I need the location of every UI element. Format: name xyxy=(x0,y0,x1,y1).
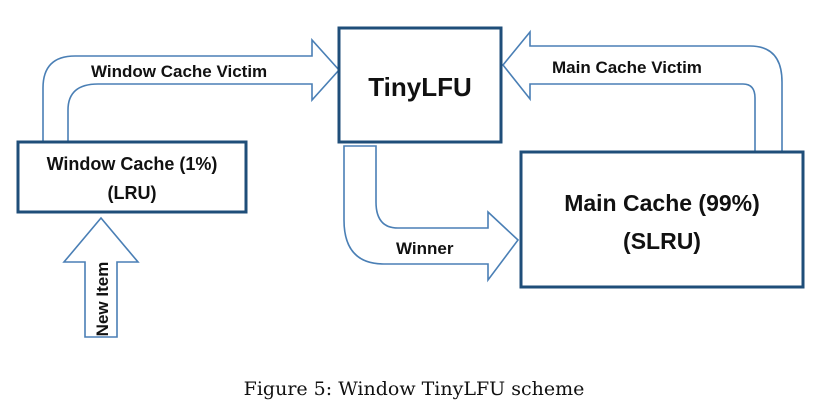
main-cache-label: Main Cache (99%) xyxy=(564,190,760,216)
main-victim-label: Main Cache Victim xyxy=(552,58,702,77)
figure-caption: Figure 5: Window TinyLFU scheme xyxy=(243,378,585,400)
window-cache-label: Window Cache (1%) xyxy=(47,154,218,174)
winner-arrow xyxy=(343,145,520,283)
window-victim-label: Window Cache Victim xyxy=(91,62,267,81)
tinylfu-box xyxy=(337,26,503,144)
new-item-label: New Item xyxy=(93,262,112,337)
main-cache-box xyxy=(519,150,805,289)
window-cache-policy: (LRU) xyxy=(108,183,157,203)
window-cache-box xyxy=(16,140,248,214)
main-cache-policy: (SLRU) xyxy=(623,228,701,254)
window-victim-arrow xyxy=(42,37,341,143)
winner-label: Winner xyxy=(396,239,454,258)
main-victim-arrow xyxy=(501,29,783,153)
new-item-arrow xyxy=(62,216,140,338)
tinylfu-label: TinyLFU xyxy=(368,72,472,102)
